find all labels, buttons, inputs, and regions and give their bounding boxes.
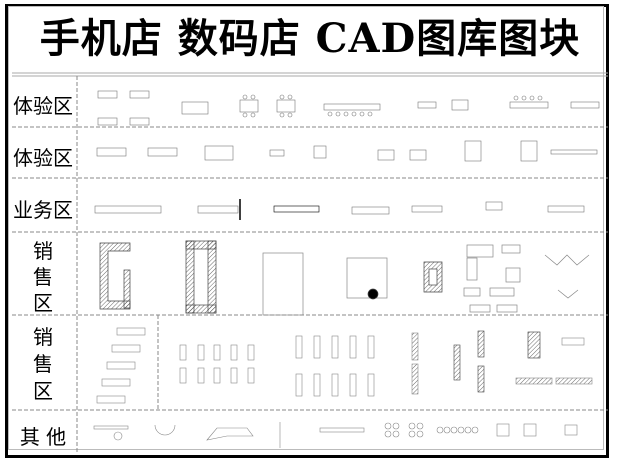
row-label-sales-1: 销 售 区 [33, 239, 53, 315]
experience-blocks-2 [96, 140, 598, 162]
drawing-frame [5, 4, 609, 458]
row-label-business: 业务区 [13, 198, 73, 222]
grid-lines [12, 72, 608, 452]
row-label-experience-1: 体验区 [13, 94, 73, 118]
row-label-experience-2: 体验区 [13, 146, 73, 170]
page-title: 手机店 数码店 CAD图库图块 [39, 15, 581, 62]
sales-counters-1 [99, 240, 590, 316]
row-label-sales-2: 销 售 区 [33, 325, 53, 403]
experience-blocks-1 [97, 90, 600, 126]
sales-displays-2 [96, 327, 593, 404]
inner-frame [8, 6, 604, 450]
other-blocks [93, 422, 578, 448]
business-blocks [94, 199, 585, 220]
row-label-other: 其 他 [19, 425, 67, 449]
